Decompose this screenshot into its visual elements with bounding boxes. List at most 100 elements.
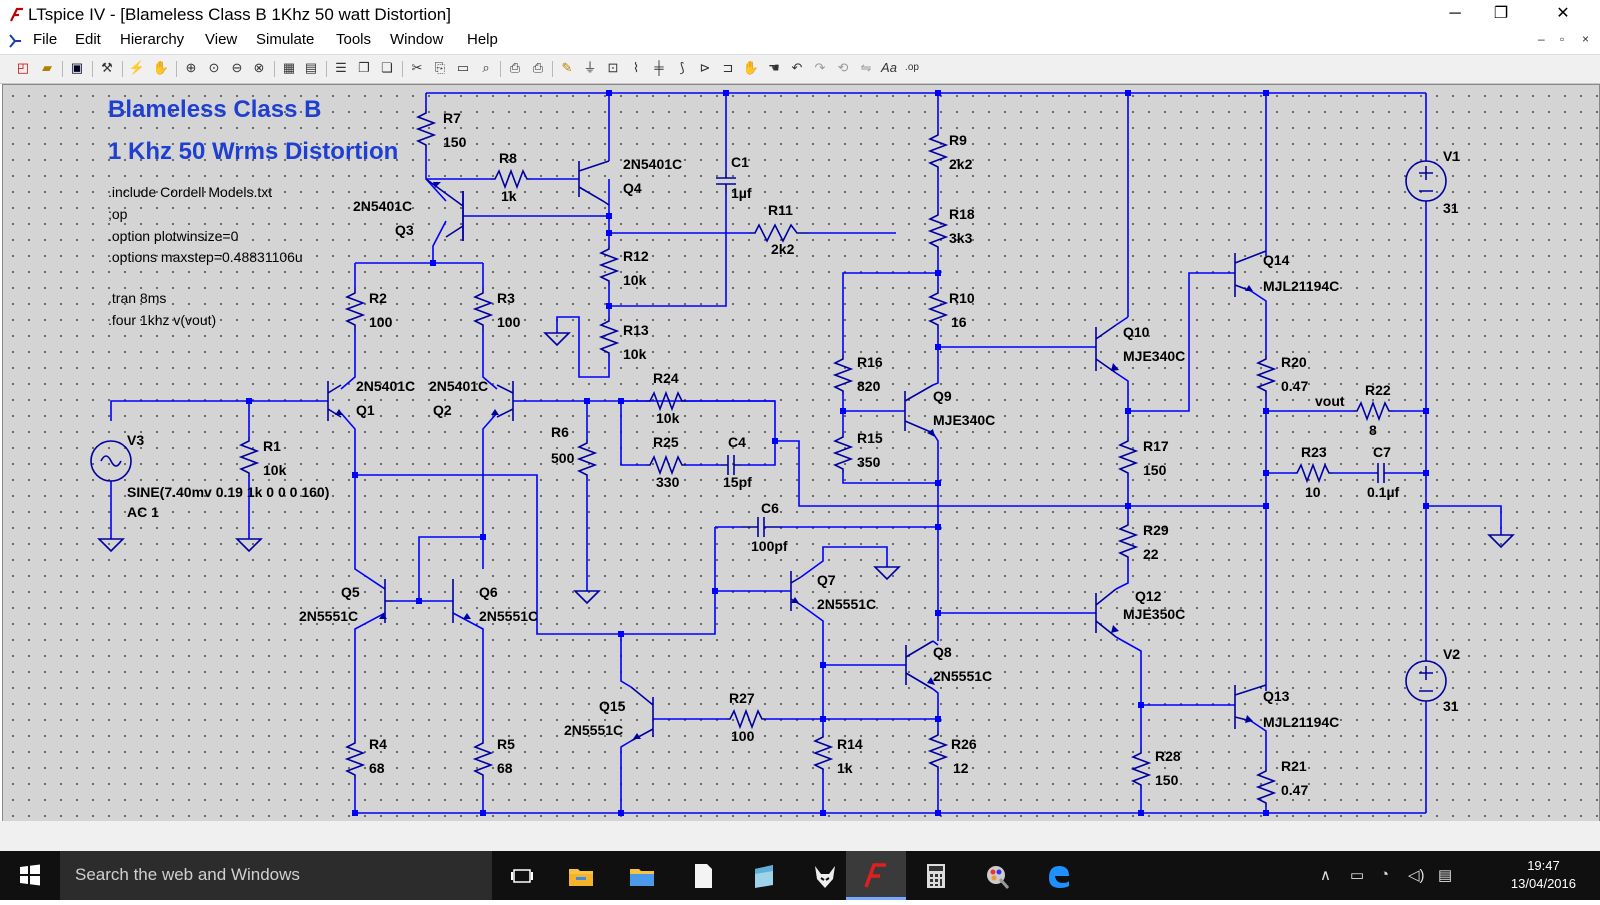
copy-icon[interactable]: ⎘ [434,60,446,75]
notepad-app-icon[interactable] [749,861,779,891]
folder-icon[interactable] [627,861,657,891]
mdi-restore-button[interactable]: ▫ [1560,32,1565,46]
mdi-minimize-button[interactable]: – [1538,32,1545,46]
menu-edit[interactable]: Edit [75,31,101,48]
r23-value[interactable]: 10 [1305,484,1321,500]
r25-name[interactable]: R25 [653,434,679,450]
component-icon[interactable]: ⊐ [722,60,734,75]
cut-icon[interactable]: ✂ [411,60,423,75]
r13-value[interactable]: 10k [623,346,647,362]
q10-model[interactable]: MJE340C [1123,348,1185,364]
q12-name[interactable]: Q12 [1135,588,1162,604]
rotate-icon[interactable]: ⟲ [837,60,849,75]
c7-value[interactable]: 0.1µf [1367,484,1400,500]
v3-name[interactable]: V3 [127,432,144,448]
r2-name[interactable]: R2 [369,290,387,306]
r18-name[interactable]: R18 [949,206,975,222]
q15-name[interactable]: Q15 [599,698,626,714]
q10-name[interactable]: Q10 [1123,324,1150,340]
r28-value[interactable]: 150 [1155,772,1179,788]
r8-value[interactable]: 1k [501,188,517,204]
wifi-icon[interactable]: ◔ [1380,866,1390,883]
r23-name[interactable]: R23 [1301,444,1327,460]
c1-value[interactable]: 1µf [731,185,752,201]
r16-name[interactable]: R16 [857,354,883,370]
v3-ac[interactable]: AC 1 [127,504,159,520]
r24-value[interactable]: 10k [656,410,680,426]
find-icon[interactable]: ⌕ [482,60,490,75]
menu-window[interactable]: Window [390,31,444,48]
q13-model[interactable]: MJL21194C [1263,714,1339,730]
minimize-button[interactable]: ─ [1449,5,1461,22]
r12-value[interactable]: 10k [623,272,647,288]
menu-hierarchy[interactable]: Hierarchy [120,31,185,48]
r18-value[interactable]: 3k3 [949,230,973,246]
new-schematic-icon[interactable]: ◰ [16,60,30,75]
r11-value[interactable]: 2k2 [771,241,795,257]
r3-name[interactable]: R3 [497,290,515,306]
q6-name[interactable]: Q6 [479,584,498,600]
zoom-fit-icon[interactable]: ⊗ [253,60,265,75]
q4-name[interactable]: Q4 [623,180,642,196]
zoom-out-icon[interactable]: ⊖ [231,60,243,75]
q4-model[interactable]: 2N5401C [623,156,682,172]
r4-name[interactable]: R4 [369,736,387,752]
q2-model[interactable]: 2N5401C [429,378,488,394]
r8-name[interactable]: R8 [499,150,517,166]
c6-value[interactable]: 100pf [751,538,788,554]
menu-view[interactable]: View [205,31,238,48]
redo-icon[interactable]: ↷ [814,60,826,75]
q6-model[interactable]: 2N5551C [479,608,538,624]
r26-name[interactable]: R26 [951,736,977,752]
r3-value[interactable]: 100 [497,314,521,330]
q5-model[interactable]: 2N5551C [299,608,358,624]
control-panel-icon[interactable]: ⚒ [101,60,113,75]
r21-value[interactable]: 0.47 [1281,782,1308,798]
r22-value[interactable]: 8 [1369,422,1377,438]
paint-app-icon[interactable] [982,861,1012,891]
r14-value[interactable]: 1k [837,760,853,776]
start-button[interactable] [0,851,60,900]
capacitor-icon[interactable]: ╪ [654,60,664,75]
inductor-icon[interactable]: ⟆ [679,60,685,75]
open-folder-icon[interactable]: ▰ [42,60,52,75]
r20-name[interactable]: R20 [1281,354,1307,370]
r14-name[interactable]: R14 [837,736,863,752]
c4-name[interactable]: C4 [728,434,746,450]
text-icon[interactable]: Aa [881,60,897,75]
menu-help[interactable]: Help [467,31,498,48]
v3-function[interactable]: SINE(7.40mv 0.19 1k 0 0 0 160) [127,484,329,500]
v1-name[interactable]: V1 [1443,148,1460,164]
q14-model[interactable]: MJL21194C [1263,278,1339,294]
ltspice-app-icon[interactable] [8,6,26,24]
q3-model[interactable]: 2N5401C [353,198,412,214]
zoom-in-icon[interactable]: ⊕ [185,60,197,75]
diode-icon[interactable]: ⊳ [699,60,711,75]
r5-name[interactable]: R5 [497,736,515,752]
r29-name[interactable]: R29 [1143,522,1169,538]
menu-tools[interactable]: Tools [336,31,372,48]
q8-model[interactable]: 2N5551C [933,668,992,684]
ltspice-task[interactable] [846,851,906,900]
q2-name[interactable]: Q2 [433,402,452,418]
r6-value[interactable]: 500 [551,450,575,466]
menu-file[interactable]: File [33,31,58,48]
r11-name[interactable]: R11 [768,202,793,218]
c7-name[interactable]: C7 [1373,444,1391,460]
directive-6[interactable]: .four 1khz v(vout) [108,312,216,328]
r4-value[interactable]: 68 [369,760,385,776]
r10-value[interactable]: 16 [951,314,967,330]
mirror-icon[interactable]: ⇋ [860,60,872,75]
r13-name[interactable]: R13 [623,322,649,338]
r1-value[interactable]: 10k [263,462,287,478]
v2-name[interactable]: V2 [1443,646,1460,662]
q1-name[interactable]: Q1 [356,402,375,418]
c4-value[interactable]: 15pf [723,474,752,490]
print-preview-icon[interactable]: ⎙ [509,60,521,75]
label-net-icon[interactable]: ⊡ [607,60,619,75]
r7-value[interactable]: 150 [443,134,467,150]
move-icon[interactable]: ✋ [742,60,760,75]
run-icon[interactable]: ⚡ [128,60,146,75]
q9-name[interactable]: Q9 [933,388,952,404]
volume-icon[interactable]: ◁) [1408,867,1425,884]
